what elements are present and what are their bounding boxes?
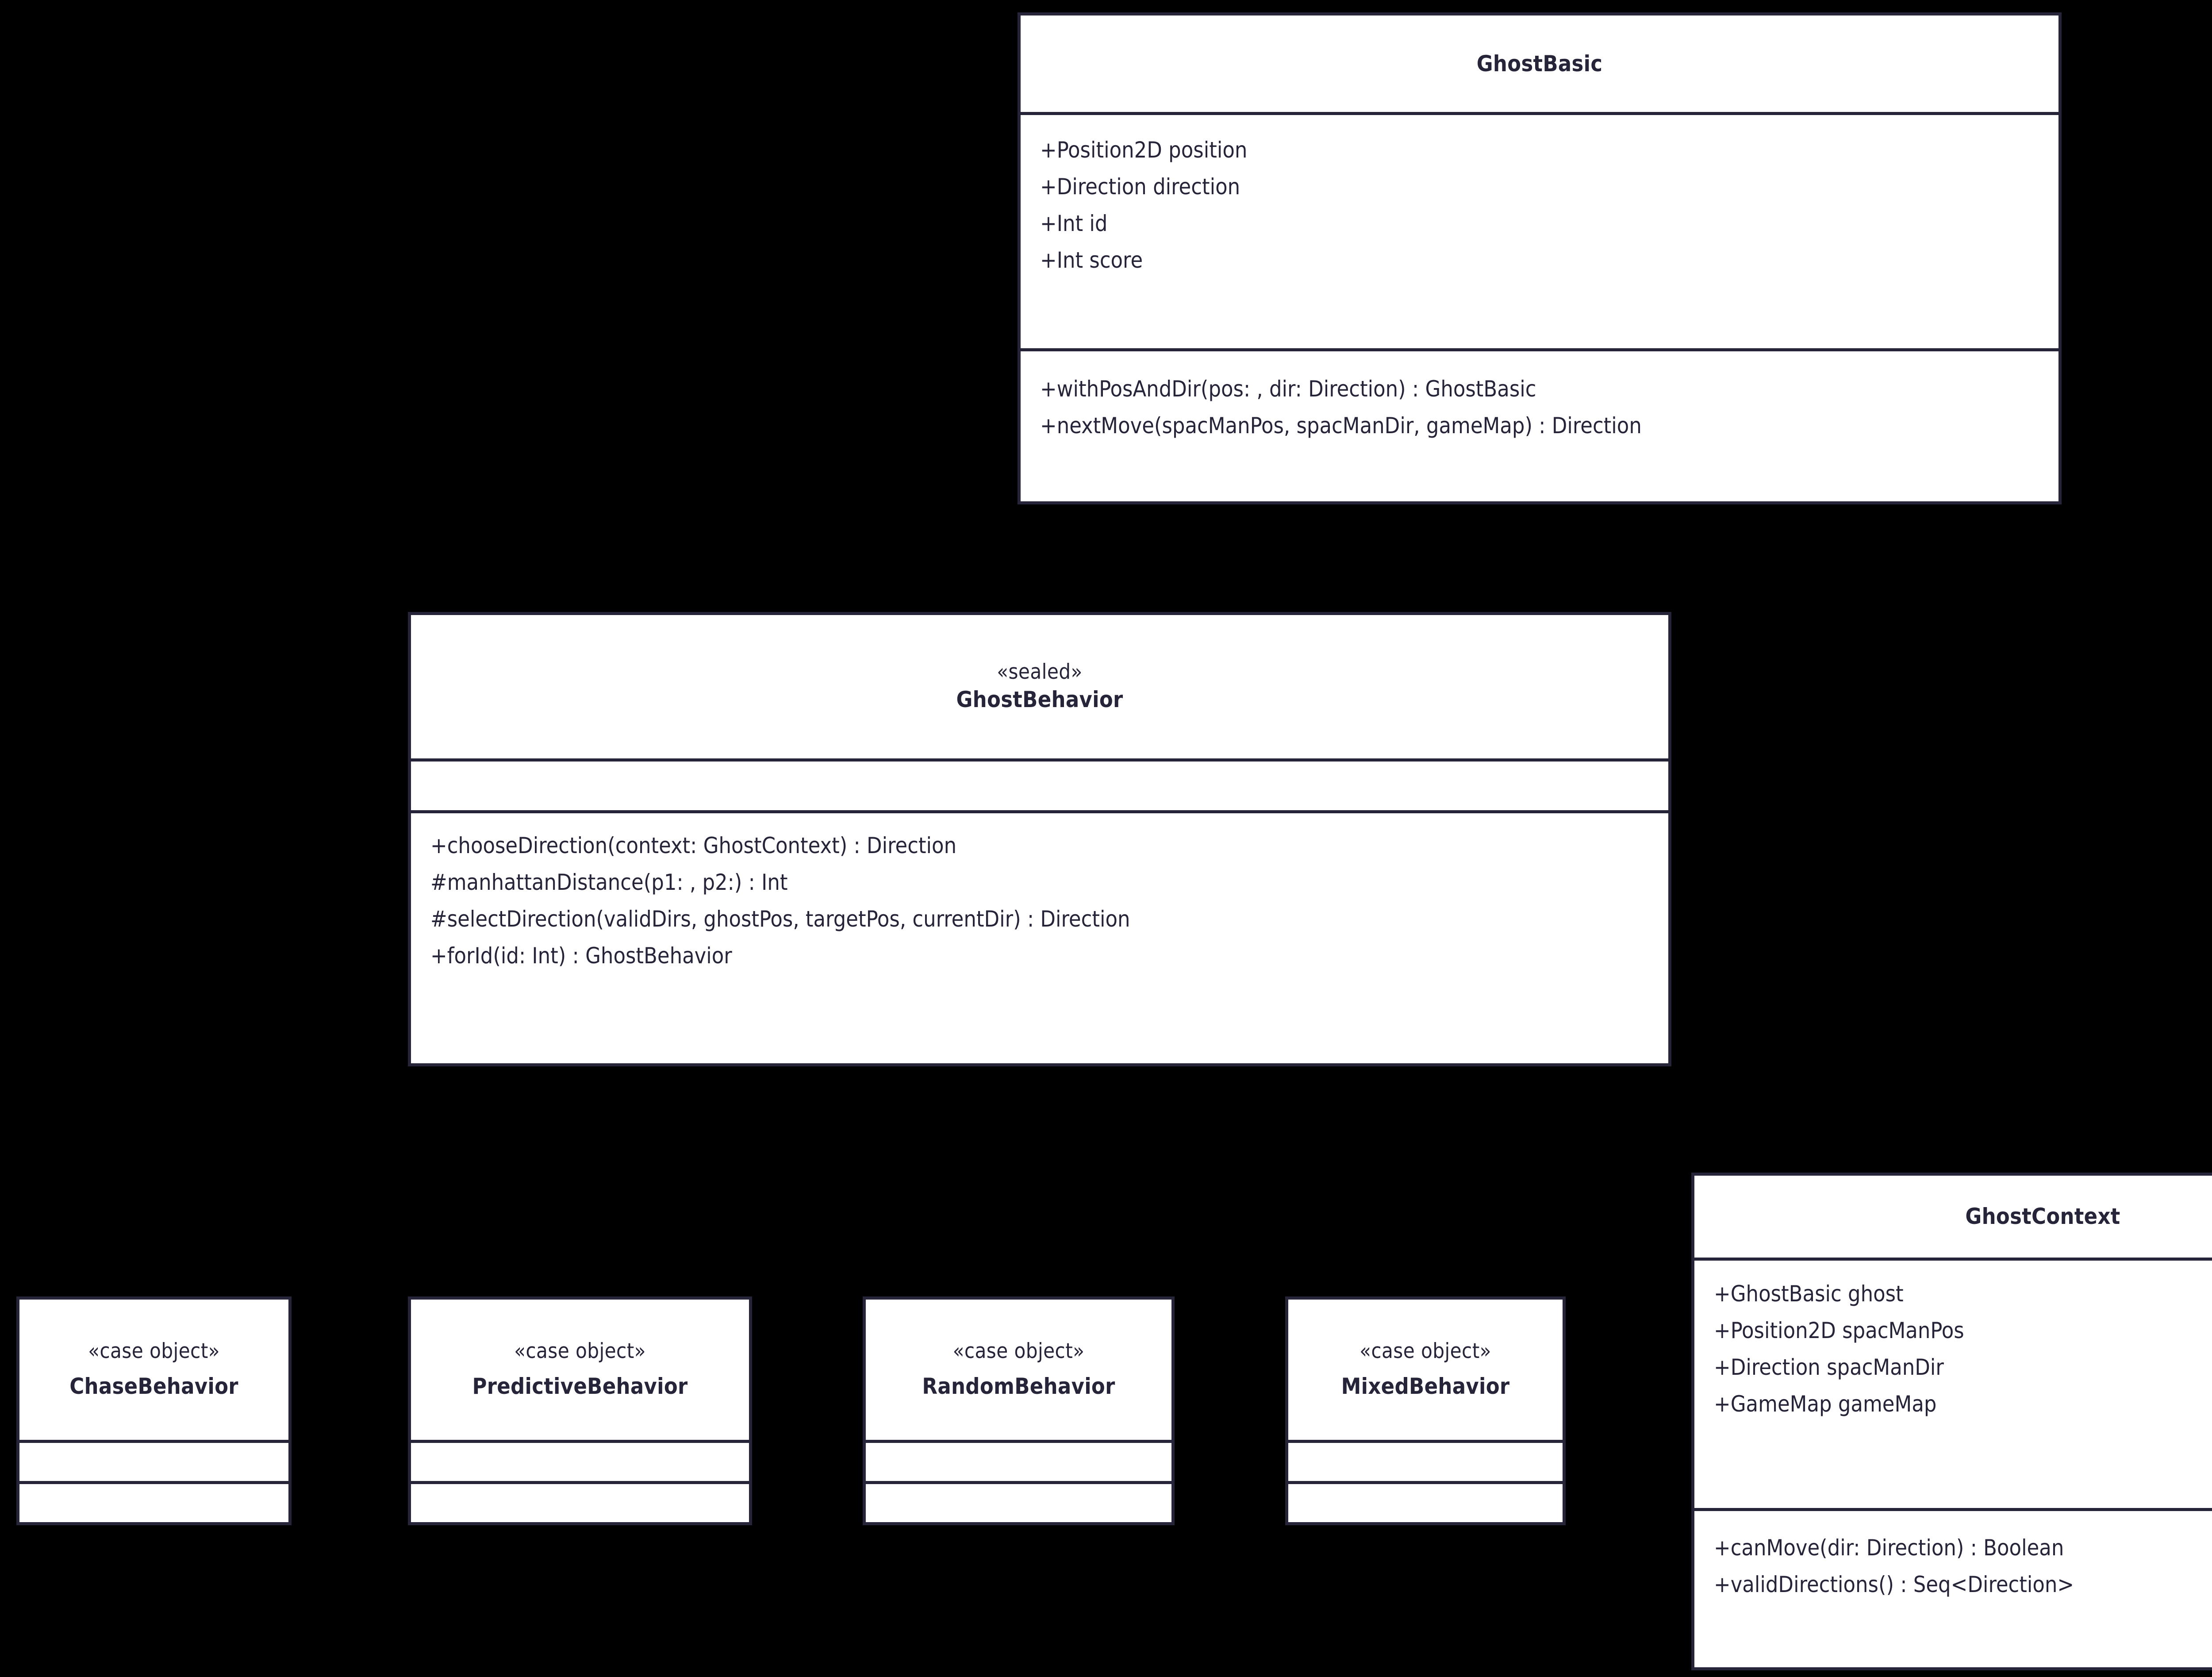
class-title: GhostContext xyxy=(1965,1204,2120,1229)
class-title: GhostBehavior xyxy=(956,686,1123,712)
operation-item: #selectDirection(validDirs, ghostPos, ta… xyxy=(430,906,1130,932)
operations-compartment-random-behavior xyxy=(866,1481,1171,1522)
attribute-item: +GhostBasic ghost xyxy=(1714,1281,1904,1307)
class-stereotype: «case object» xyxy=(952,1339,1085,1363)
attribute-item: +Int id xyxy=(1040,211,1108,236)
class-title: GhostBasic xyxy=(1476,50,1603,77)
operation-list: +chooseDirection(context: GhostContext) … xyxy=(430,835,1649,967)
attributes-compartment-chase-behavior xyxy=(19,1440,288,1481)
attributes-compartment-ghost-context: +GhostBasic ghost +Position2D spacManPos… xyxy=(1694,1258,2212,1508)
operation-list: +withPosAndDir(pos: , dir: Direction) : … xyxy=(1040,378,2039,437)
attribute-item: +Direction direction xyxy=(1040,174,1240,200)
operation-item: +nextMove(spacManPos, spacManDir, gameMa… xyxy=(1040,413,1642,438)
attributes-compartment-predictive-behavior xyxy=(411,1440,749,1481)
operation-item: +forId(id: Int) : GhostBehavior xyxy=(430,943,732,969)
class-header-predictive-behavior: «case object» PredictiveBehavior xyxy=(411,1300,749,1440)
attribute-list: +Position2D position +Direction directio… xyxy=(1040,139,2039,271)
attribute-item: +Direction spacManDir xyxy=(1714,1354,1944,1380)
attributes-compartment-mixed-behavior xyxy=(1288,1440,1563,1481)
operation-item: #manhattanDistance(p1: , p2:) : Int xyxy=(430,869,788,895)
class-box-predictive-behavior[interactable]: «case object» PredictiveBehavior xyxy=(408,1296,752,1525)
class-title: PredictiveBehavior xyxy=(472,1373,688,1400)
operations-compartment-ghost-context: +canMove(dir: Direction) : Boolean +vali… xyxy=(1694,1508,2212,1667)
class-header-ghost-context: GhostContext xyxy=(1694,1176,2212,1258)
class-stereotype: «case object» xyxy=(1359,1339,1491,1363)
class-header-mixed-behavior: «case object» MixedBehavior xyxy=(1288,1300,1563,1440)
class-header-ghost-behavior: «sealed» GhostBehavior xyxy=(411,615,1668,758)
operations-compartment-predictive-behavior xyxy=(411,1481,749,1522)
attribute-item: +Position2D spacManPos xyxy=(1714,1318,1964,1343)
operation-item: +chooseDirection(context: GhostContext) … xyxy=(430,833,957,858)
class-box-ghost-behavior[interactable]: «sealed» GhostBehavior +chooseDirection(… xyxy=(408,612,1671,1066)
class-header-ghost-basic: GhostBasic xyxy=(1021,15,2058,112)
operation-item: +validDirections() : Seq<Direction> xyxy=(1714,1572,2074,1597)
operations-compartment-mixed-behavior xyxy=(1288,1481,1563,1522)
class-box-mixed-behavior[interactable]: «case object» MixedBehavior xyxy=(1285,1296,1566,1525)
class-title: RandomBehavior xyxy=(922,1373,1115,1400)
operation-list: +canMove(dir: Direction) : Boolean +vali… xyxy=(1714,1537,2212,1596)
attributes-compartment-ghost-behavior xyxy=(411,758,1668,810)
class-box-random-behavior[interactable]: «case object» RandomBehavior xyxy=(863,1296,1175,1525)
operation-item: +withPosAndDir(pos: , dir: Direction) : … xyxy=(1040,376,1536,402)
attribute-item: +Int score xyxy=(1040,247,1143,273)
attribute-list: +GhostBasic ghost +Position2D spacManPos… xyxy=(1714,1283,2212,1415)
class-header-chase-behavior: «case object» ChaseBehavior xyxy=(19,1300,288,1440)
class-stereotype: «case object» xyxy=(88,1339,220,1363)
class-title: ChaseBehavior xyxy=(69,1373,238,1400)
class-box-ghost-context[interactable]: GhostContext +GhostBasic ghost +Position… xyxy=(1691,1173,2212,1670)
class-stereotype: «case object» xyxy=(514,1339,646,1363)
operation-item: +canMove(dir: Direction) : Boolean xyxy=(1714,1535,2064,1561)
class-stereotype: «sealed» xyxy=(997,660,1083,685)
class-box-chase-behavior[interactable]: «case object» ChaseBehavior xyxy=(16,1296,292,1525)
operations-compartment-chase-behavior xyxy=(19,1481,288,1522)
class-box-ghost-basic[interactable]: GhostBasic +Position2D position +Directi… xyxy=(1018,12,2062,504)
operations-compartment-ghost-behavior: +chooseDirection(context: GhostContext) … xyxy=(411,810,1668,1063)
attributes-compartment-random-behavior xyxy=(866,1440,1171,1481)
attribute-item: +GameMap gameMap xyxy=(1714,1391,1937,1417)
class-title: MixedBehavior xyxy=(1341,1373,1510,1400)
operations-compartment-ghost-basic: +withPosAndDir(pos: , dir: Direction) : … xyxy=(1021,348,2058,501)
attributes-compartment-ghost-basic: +Position2D position +Direction directio… xyxy=(1021,112,2058,348)
class-header-random-behavior: «case object» RandomBehavior xyxy=(866,1300,1171,1440)
attribute-item: +Position2D position xyxy=(1040,137,1248,163)
